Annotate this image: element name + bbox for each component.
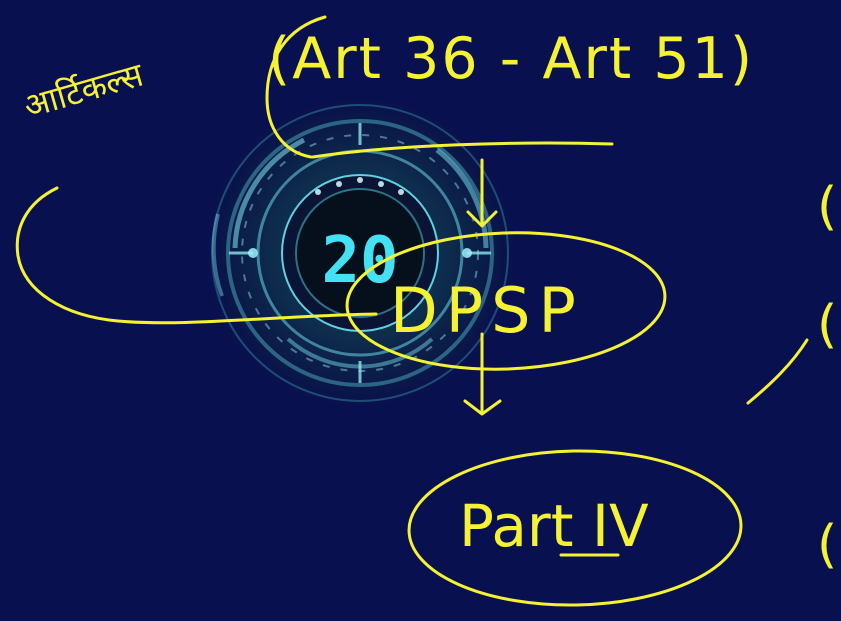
right-edge-parenthesis-3: ( bbox=[817, 515, 837, 575]
right-edge-parenthesis-1: ( bbox=[817, 177, 837, 237]
part-iv-ellipse bbox=[407, 449, 743, 607]
article-range-text: (Art 36 - Art 51) bbox=[268, 26, 754, 92]
dpsp-label: DPSP bbox=[390, 274, 584, 347]
big-left-brace-stroke bbox=[15, 186, 378, 325]
arrow-to-dpsp bbox=[466, 158, 498, 228]
right-side-tick-stroke bbox=[746, 338, 809, 405]
right-edge-parenthesis-2: ( bbox=[817, 295, 837, 355]
handwriting-layer: आर्टिकल्स (Art 36 - Art 51) DPSP Part IV… bbox=[15, 15, 837, 607]
arrow-to-part-iv bbox=[463, 332, 502, 416]
dpsp-ellipse bbox=[345, 231, 667, 371]
hindi-articles-text: आर्टिकल्स bbox=[19, 54, 148, 125]
upper-left-bracket-stroke bbox=[265, 15, 327, 159]
timer-value: 20 bbox=[321, 224, 398, 298]
part-iv-label: Part IV bbox=[459, 492, 649, 560]
upper-underline-stroke bbox=[311, 141, 614, 159]
timer-dial: 20 bbox=[200, 93, 520, 413]
